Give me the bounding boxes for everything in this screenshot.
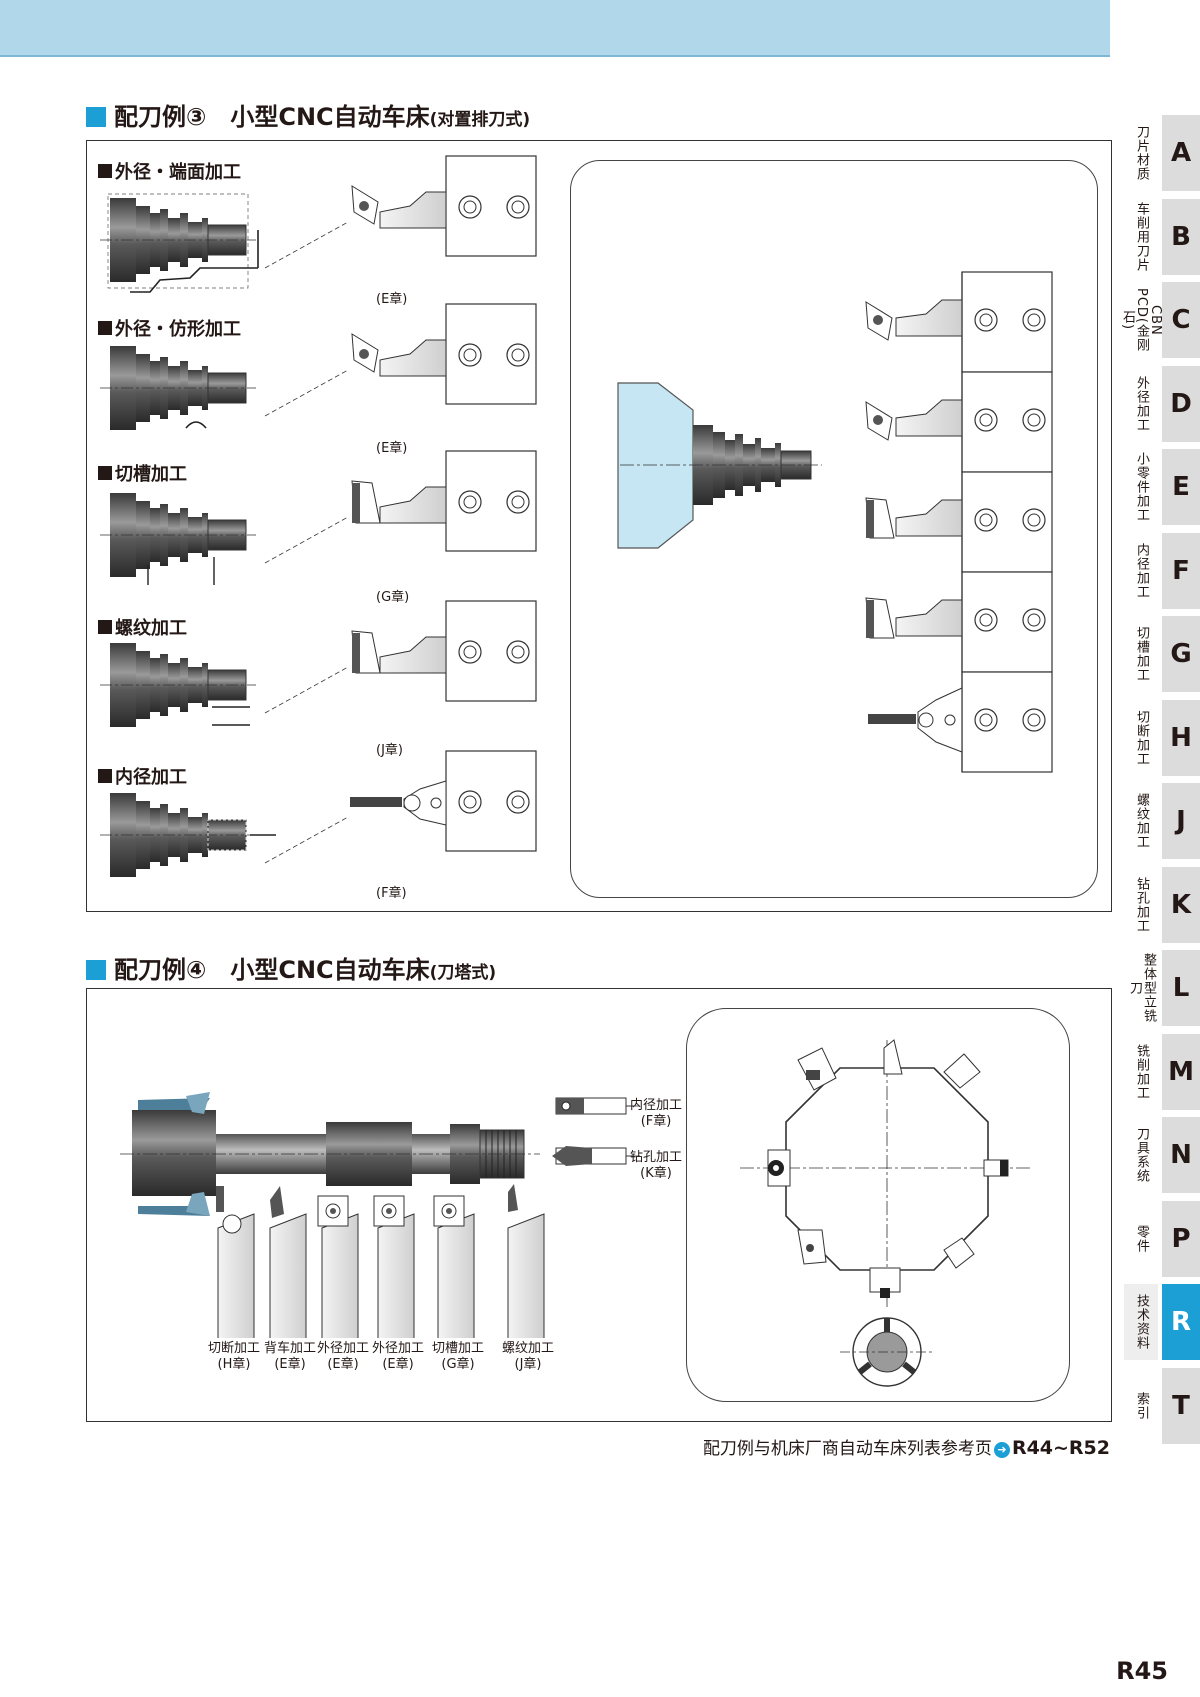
side-index-tab-p[interactable]: P <box>1162 1200 1200 1277</box>
side-index-tab-h[interactable]: H <box>1162 699 1200 776</box>
gang-holder-2 <box>269 1186 307 1338</box>
bar-workpiece <box>120 1092 540 1216</box>
chapter-caption-3: (G章) <box>376 590 410 605</box>
side-index-tab-k[interactable]: K <box>1162 866 1200 943</box>
reference-text: 配刀例与机床厂商自动车床列表参考页 <box>702 1439 992 1459</box>
side-index-tab-e[interactable]: E <box>1162 449 1200 525</box>
side-index-label-j: 螺纹加工 <box>1134 793 1149 849</box>
side-index-label-k: 钻孔加工 <box>1134 876 1149 933</box>
reference-link[interactable]: 配刀例与机床厂商自动车床列表参考页➜R44~R52 <box>703 1434 1110 1459</box>
side-index-tab-n[interactable]: N <box>1162 1117 1200 1193</box>
side-index-label-g: 切槽加工 <box>1134 626 1149 682</box>
side-index-label-m: 铣削加工 <box>1134 1043 1149 1100</box>
turret-op-label-3: 外径加工(E章) <box>317 1341 370 1372</box>
side-index-label-h: 切断加工 <box>1134 709 1149 766</box>
gang-holder-1 <box>216 1186 255 1338</box>
side-index-tab-t[interactable]: T <box>1162 1367 1200 1444</box>
side-index-tab-j[interactable]: J <box>1162 783 1200 859</box>
stack-tool-5 <box>868 671 1053 773</box>
side-index-label-a: 刀片材质 <box>1134 125 1149 181</box>
side-index-label-t: 索引 <box>1134 1391 1149 1420</box>
chapter-caption-2: (E章) <box>376 441 408 456</box>
section3-title: 配刀例③ 小型CNC自动车床(对置排刀式) <box>86 97 530 132</box>
chapter-caption-4: (J章) <box>376 743 403 758</box>
op-heading-5: 内径加工 <box>98 763 187 789</box>
op-diagram-1 <box>100 155 537 293</box>
section-marker <box>86 960 106 980</box>
side-index-tab-f[interactable]: F <box>1162 532 1200 609</box>
side-index-label-r: 技术资料 <box>1124 1284 1158 1360</box>
op-heading-2: 外径・仿形加工 <box>98 315 241 341</box>
stack-tool-2 <box>865 371 1053 473</box>
section4-title: 配刀例④ 小型CNC自动车床(刀塔式) <box>86 950 496 985</box>
op-diagram-2 <box>100 303 537 430</box>
stack-tool-4 <box>865 571 1053 673</box>
op-diagram-5 <box>100 750 537 877</box>
page-number: R45 <box>1116 1657 1168 1685</box>
op-diagram-4 <box>100 600 537 727</box>
side-index-tab-r[interactable]: R <box>1162 1284 1200 1360</box>
turret-op-label-4: 外径加工(E章) <box>372 1341 425 1372</box>
stack-tool-1 <box>865 271 1053 373</box>
side-index-label-d: 外径加工 <box>1134 375 1149 432</box>
section3-machine-panel <box>570 160 1098 898</box>
header-band <box>0 0 1110 57</box>
section-marker <box>86 107 106 127</box>
section3-title-main: 配刀例③ <box>114 103 207 131</box>
gang-holder-3 <box>317 1195 359 1338</box>
turret-op-label-1: 切断加工(H章) <box>208 1341 261 1372</box>
side-index-label-e: 小零件加工 <box>1134 452 1149 522</box>
side-index-label-b: 车削用刀片 <box>1134 201 1149 272</box>
side-index-tab-c[interactable]: C <box>1162 282 1200 358</box>
side-index-tab-d[interactable]: D <box>1162 365 1200 442</box>
arrow-circle-icon: ➜ <box>993 1442 1010 1458</box>
reference-pages: R44~R52 <box>1011 1437 1110 1459</box>
chapter-caption-5: (F章) <box>376 886 407 901</box>
section3-title-sub: (对置排刀式) <box>429 110 531 130</box>
stack-tool-3 <box>865 471 1053 573</box>
turret-op-label-drill: 钻孔加工(K章) <box>630 1150 683 1181</box>
op-heading-3: 切槽加工 <box>98 460 187 486</box>
boring-bar-tool <box>555 1097 634 1115</box>
main-workpiece <box>617 382 822 549</box>
section4-title-name: 小型CNC自动车床 <box>230 956 430 984</box>
turret-op-label-inner: 内径加工(F章) <box>630 1098 683 1129</box>
chapter-caption-1: (E章) <box>376 292 408 307</box>
turret-op-label-2: 背车加工(E章) <box>264 1341 317 1372</box>
turret-op-label-6: 螺纹加工(J章) <box>502 1341 555 1372</box>
section3-title-name: 小型CNC自动车床 <box>230 103 430 131</box>
side-index-tab-b[interactable]: B <box>1162 198 1200 275</box>
side-index-tab-m[interactable]: M <box>1162 1033 1200 1110</box>
gang-holder-4 <box>373 1195 415 1338</box>
turret-op-label-5: 切槽加工(G章) <box>432 1341 485 1372</box>
gang-holder-5 <box>433 1195 475 1338</box>
side-index-label-l: 整体型立铣刀 <box>1127 953 1156 1023</box>
op-heading-1: 外径・端面加工 <box>98 158 241 184</box>
side-index-label-f: 内径加工 <box>1134 542 1149 599</box>
drill-tool <box>552 1146 634 1166</box>
side-index-label-n: 刀具系统 <box>1134 1127 1149 1183</box>
section4-title-main: 配刀例④ <box>114 956 207 984</box>
op-heading-4: 螺纹加工 <box>98 614 187 640</box>
section4-turret-panel <box>686 1008 1070 1402</box>
side-index-tab-a[interactable]: A <box>1162 115 1200 191</box>
side-index-label-p: 零件 <box>1134 1224 1149 1253</box>
side-index-tab-l[interactable]: L <box>1162 950 1200 1026</box>
section4-title-sub: (刀塔式) <box>429 963 497 983</box>
side-index-tab-g[interactable]: G <box>1162 616 1200 692</box>
op-diagram-3 <box>100 450 537 585</box>
turret-diagram <box>740 1039 1032 1387</box>
gang-holder-6 <box>507 1184 545 1338</box>
